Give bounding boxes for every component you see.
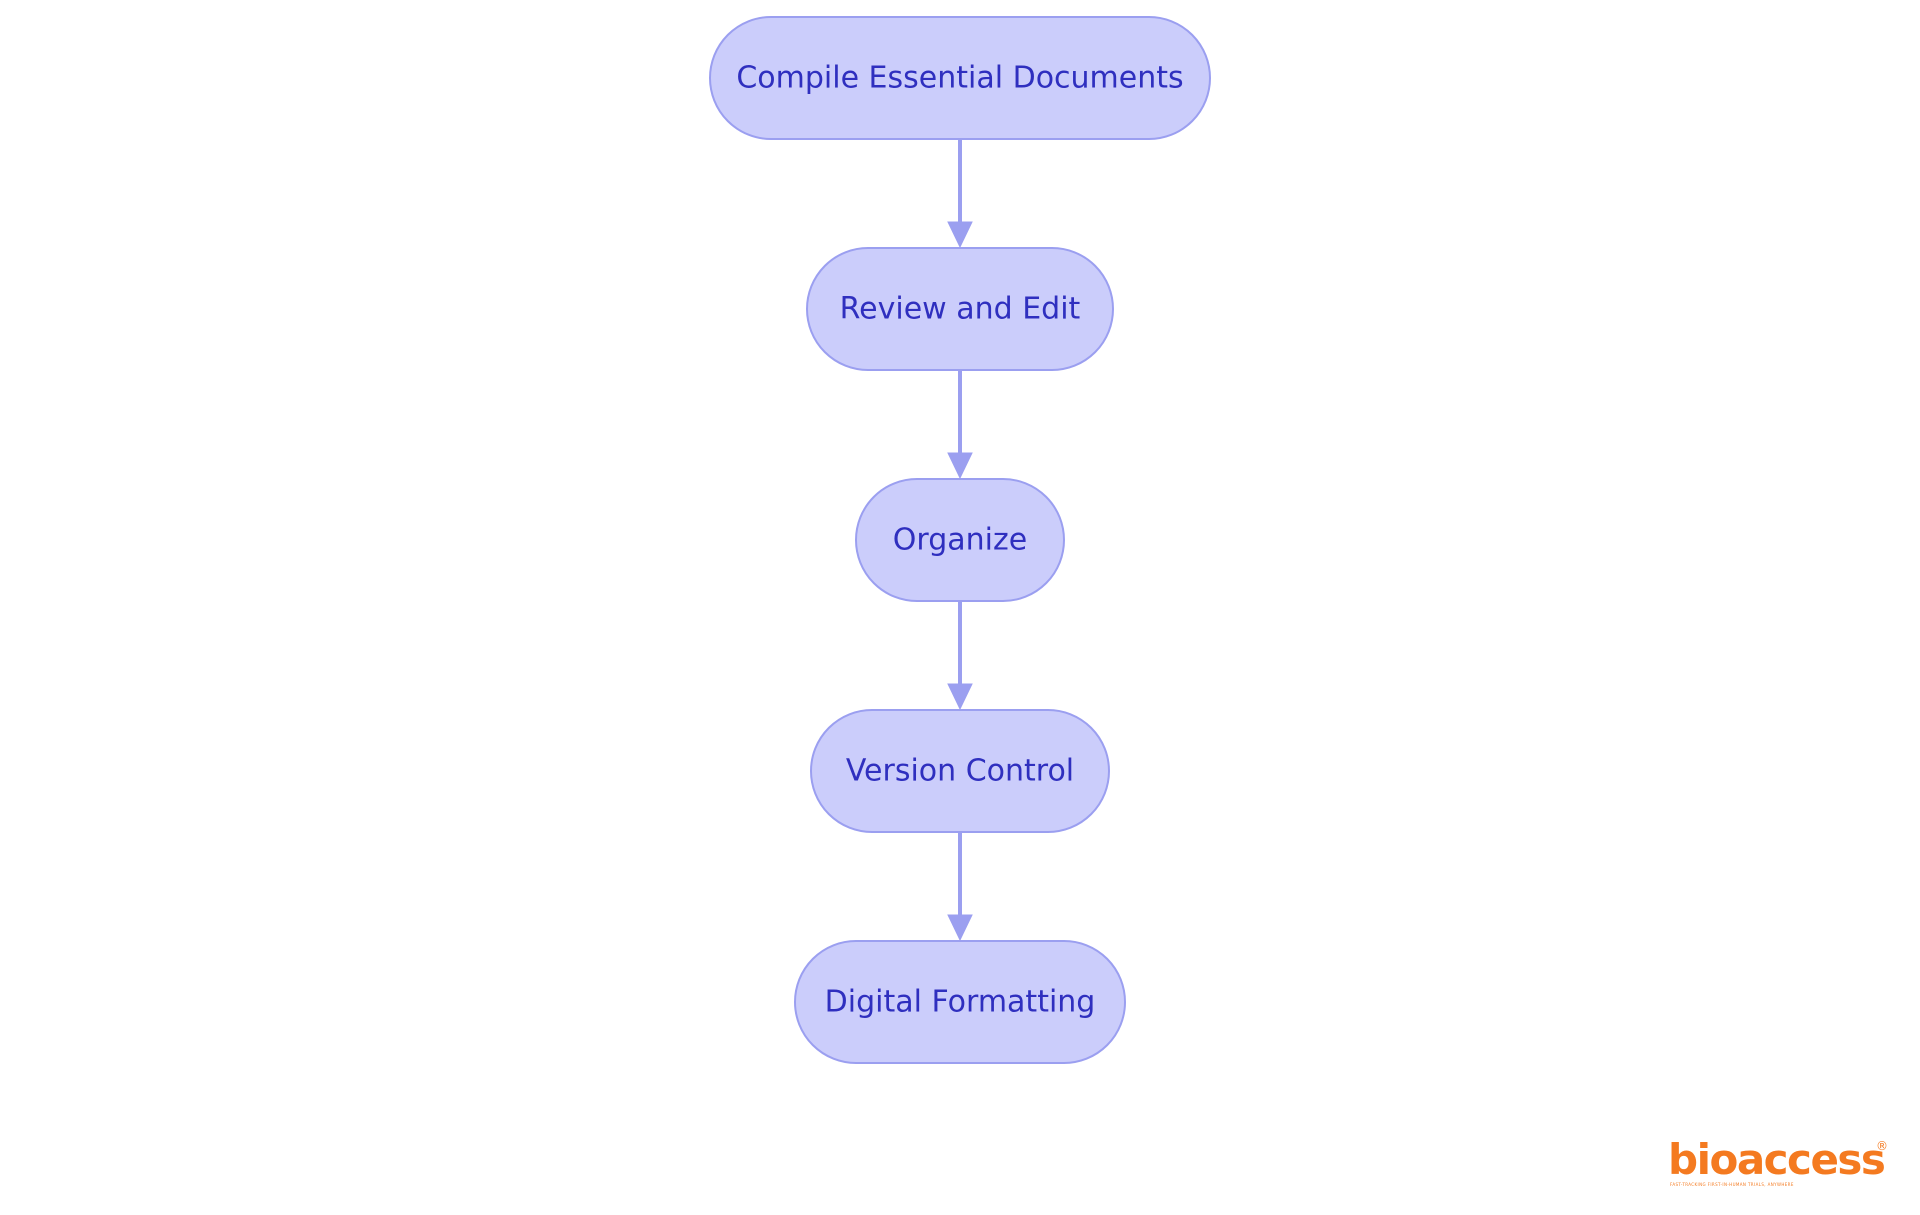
node-compile-essential-documents: Compile Essential Documents — [709, 16, 1211, 140]
logo-wordmark: bioaccess — [1668, 1135, 1886, 1184]
node-organize: Organize — [855, 478, 1065, 602]
node-version-control: Version Control — [810, 709, 1110, 833]
node-digital-formatting: Digital Formatting — [794, 940, 1126, 1064]
edge-compile-to-review — [947, 140, 973, 249]
logo-tagline: FAST-TRACKING FIRST-IN-HUMAN TRIALS, ANY… — [1670, 1182, 1794, 1187]
node-label: Compile Essential Documents — [736, 61, 1183, 96]
bioaccess-logo: bioaccess ® FAST-TRACKING FIRST-IN-HUMAN… — [1668, 1138, 1888, 1192]
node-label: Organize — [893, 523, 1027, 558]
edge-review-to-organize — [947, 371, 973, 480]
registered-mark: ® — [1876, 1139, 1888, 1153]
node-label: Digital Formatting — [825, 985, 1096, 1020]
edge-organize-to-version — [947, 602, 973, 711]
edge-version-to-digital — [947, 833, 973, 942]
node-label: Version Control — [846, 754, 1074, 789]
node-review-and-edit: Review and Edit — [806, 247, 1114, 371]
node-label: Review and Edit — [840, 292, 1081, 327]
